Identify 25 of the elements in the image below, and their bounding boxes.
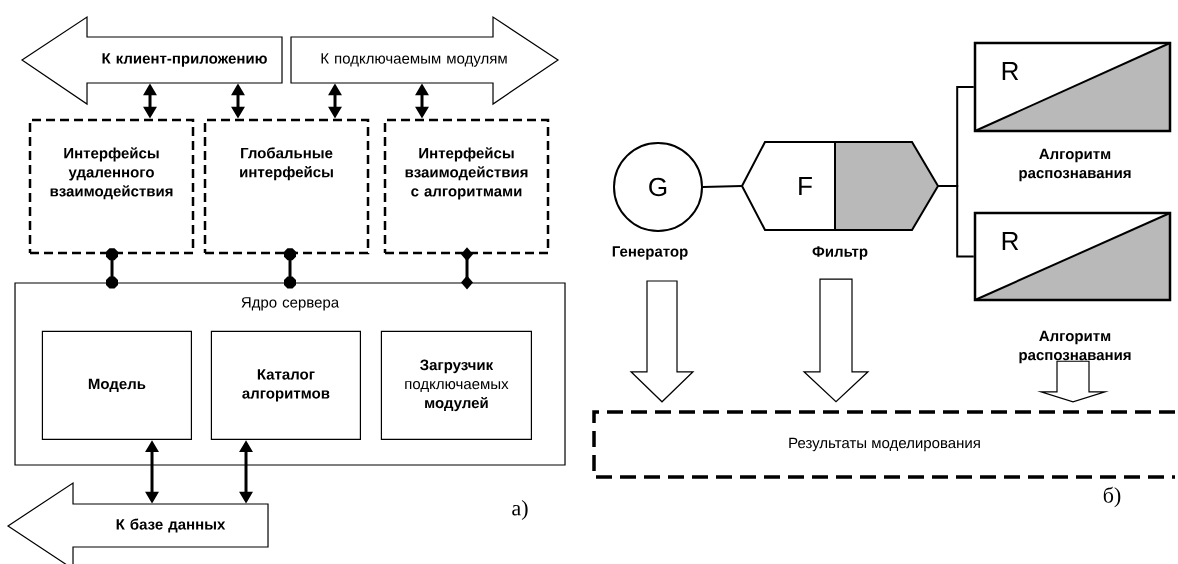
module-box: Загрузчик подключаемых модулей xyxy=(380,330,532,440)
node-caption: Фильтр xyxy=(812,246,868,260)
module-box: Модель xyxy=(41,330,192,440)
node-caption: Алгоритм распознавания xyxy=(1019,148,1131,182)
block-arrow xyxy=(629,280,695,403)
line xyxy=(937,185,975,258)
dot-connector xyxy=(461,247,473,290)
dot-connector xyxy=(106,248,118,289)
pointer-banner: К клиент-приложению xyxy=(20,15,283,106)
module-box: Каталог алгоритмов xyxy=(210,330,361,440)
line xyxy=(702,185,743,188)
algorithm-box: R xyxy=(973,211,1172,302)
results-box: Результаты моделирования xyxy=(592,410,1175,479)
dot-connector xyxy=(284,248,296,289)
pointer-banner: К базе данных xyxy=(6,481,269,564)
pointer-banner: К подключаемым модулям xyxy=(290,15,560,106)
interface-box: Интерфейсы удаленного взаимодействия xyxy=(28,118,195,255)
node-caption: Алгоритм распознавания xyxy=(1019,330,1131,364)
block-arrow xyxy=(1037,360,1109,403)
block-arrow xyxy=(802,278,870,403)
interface-box: Интерфейсы взаимодействия с алгоритмами xyxy=(383,118,550,255)
panel-label: а) xyxy=(512,500,528,520)
node-caption: Генератор xyxy=(612,246,688,260)
algorithm-box: R xyxy=(973,41,1172,133)
interface-box: Глобальные интерфейсы xyxy=(203,118,370,255)
